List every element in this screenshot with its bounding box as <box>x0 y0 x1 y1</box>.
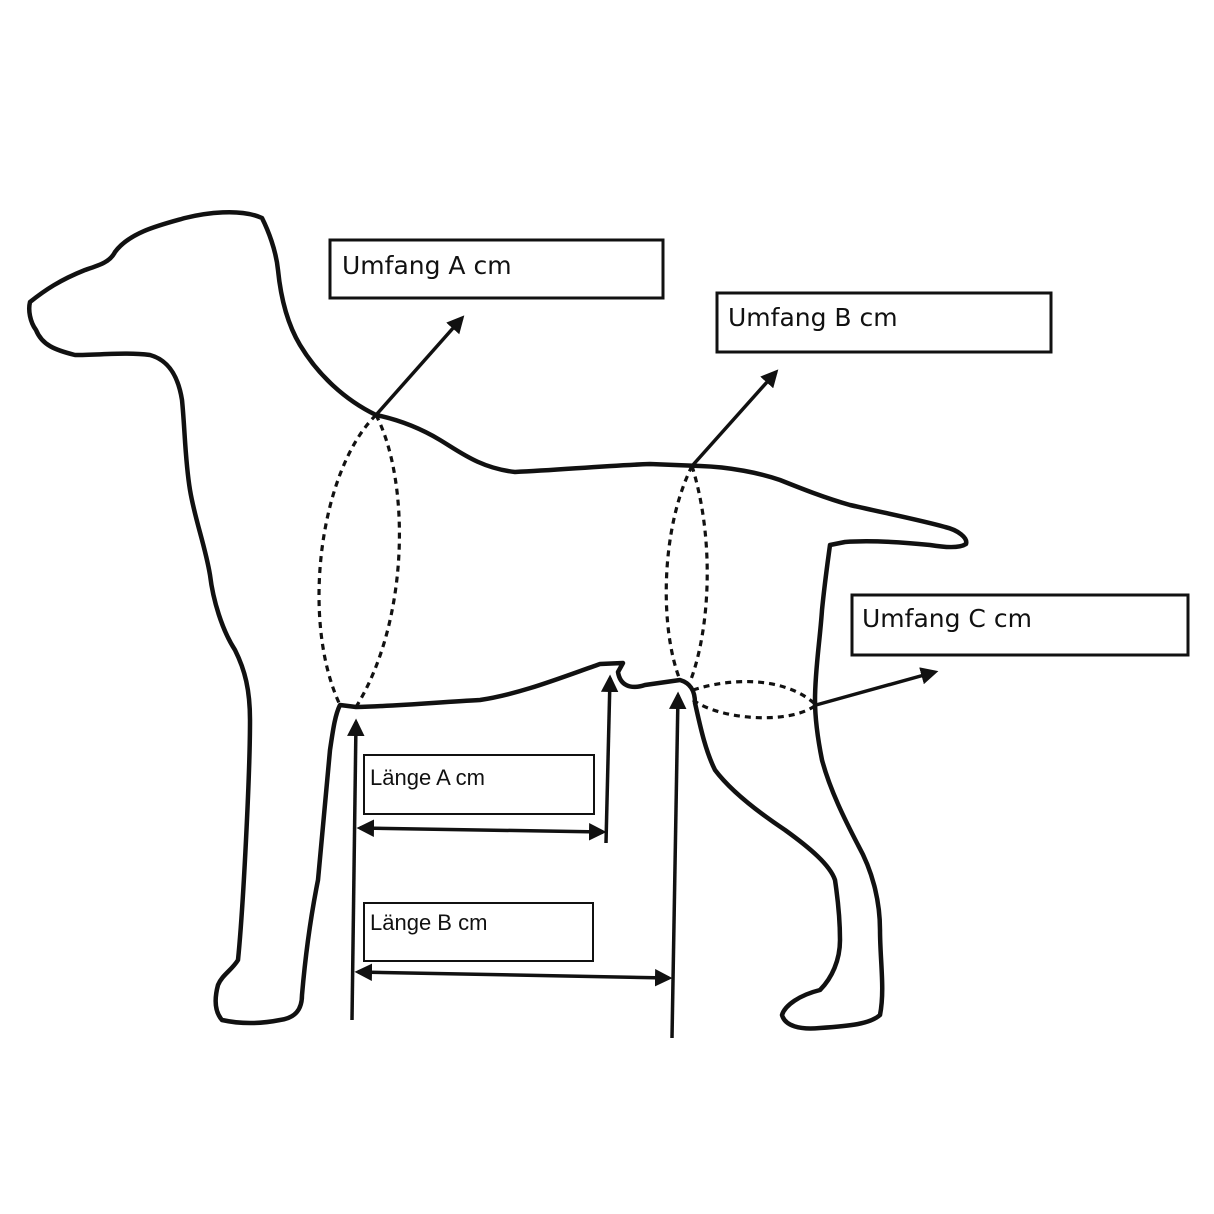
arrow-vertical-middle <box>600 674 619 844</box>
umfang-b-label: Umfang B cm <box>728 303 898 332</box>
girth-c-loop-back <box>692 698 817 720</box>
laenge-b-box <box>363 902 594 962</box>
girth-a-loop-back <box>354 414 402 708</box>
umfang-c-box <box>850 593 1190 657</box>
girth-c-loop <box>692 680 818 707</box>
arrow-umfang-a <box>374 315 465 417</box>
arrow-umfang-b <box>690 369 779 468</box>
girth-b-loop-back <box>688 465 709 683</box>
girth-a-loop <box>317 413 378 706</box>
umfang-b-box <box>715 291 1053 354</box>
umfang-c-label: Umfang C cm <box>862 604 1032 633</box>
umfang-a-box <box>328 238 665 300</box>
arrow-laenge-a <box>356 819 607 841</box>
laenge-b-label: Länge B cm <box>370 910 487 935</box>
arrow-vertical-left <box>347 718 365 1021</box>
girth-b-loop <box>664 465 694 681</box>
laenge-a-label: Länge A cm <box>370 765 485 790</box>
arrow-laenge-b <box>354 963 673 987</box>
arrow-vertical-right <box>669 691 687 1039</box>
arrow-umfang-c <box>815 667 939 707</box>
umfang-a-label: Umfang A cm <box>342 251 512 280</box>
dog-outline <box>27 209 969 1031</box>
laenge-a-box <box>363 754 595 815</box>
